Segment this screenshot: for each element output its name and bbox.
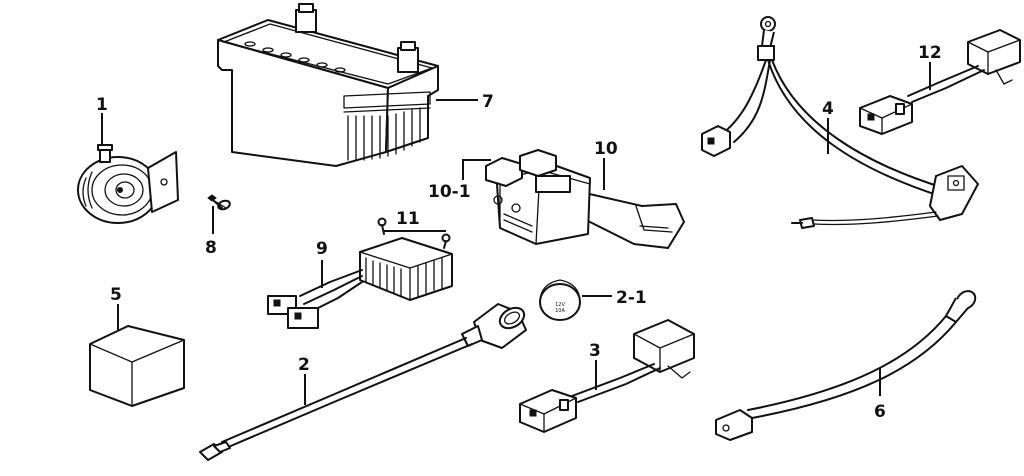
callout-3: 3 [589,341,601,361]
regulator-part [267,237,453,329]
callout-2-1: 2-1 [616,288,647,308]
regulator-screws-part [377,217,451,249]
screw-part [207,194,231,211]
horn-part [77,144,179,224]
fuse-label-2: 10A [555,308,565,314]
callout-10: 10 [594,139,618,159]
fuse-harness-part [199,303,527,461]
callout-6: 6 [874,402,886,422]
callout-2: 2 [298,355,310,375]
fuse-label-1: 12V [555,302,565,308]
main-harness-part [701,16,979,229]
fuse-part: 12V 10A [539,279,581,321]
callout-11: 11 [396,209,420,229]
callout-5: 5 [110,285,122,305]
starter-relay-part [485,149,685,249]
callout-12: 12 [918,43,942,63]
sensor-harness-part [519,319,695,433]
callout-1: 1 [96,95,108,115]
callout-8: 8 [205,238,217,258]
box-part [89,325,185,407]
sensor-harness-12-part [859,29,1021,135]
callout-7: 7 [482,92,494,112]
callout-4: 4 [822,99,834,119]
callout-10-1: 10-1 [428,182,471,202]
battery-cable-part [715,290,977,441]
battery-part [217,3,439,167]
callout-9: 9 [316,239,328,259]
